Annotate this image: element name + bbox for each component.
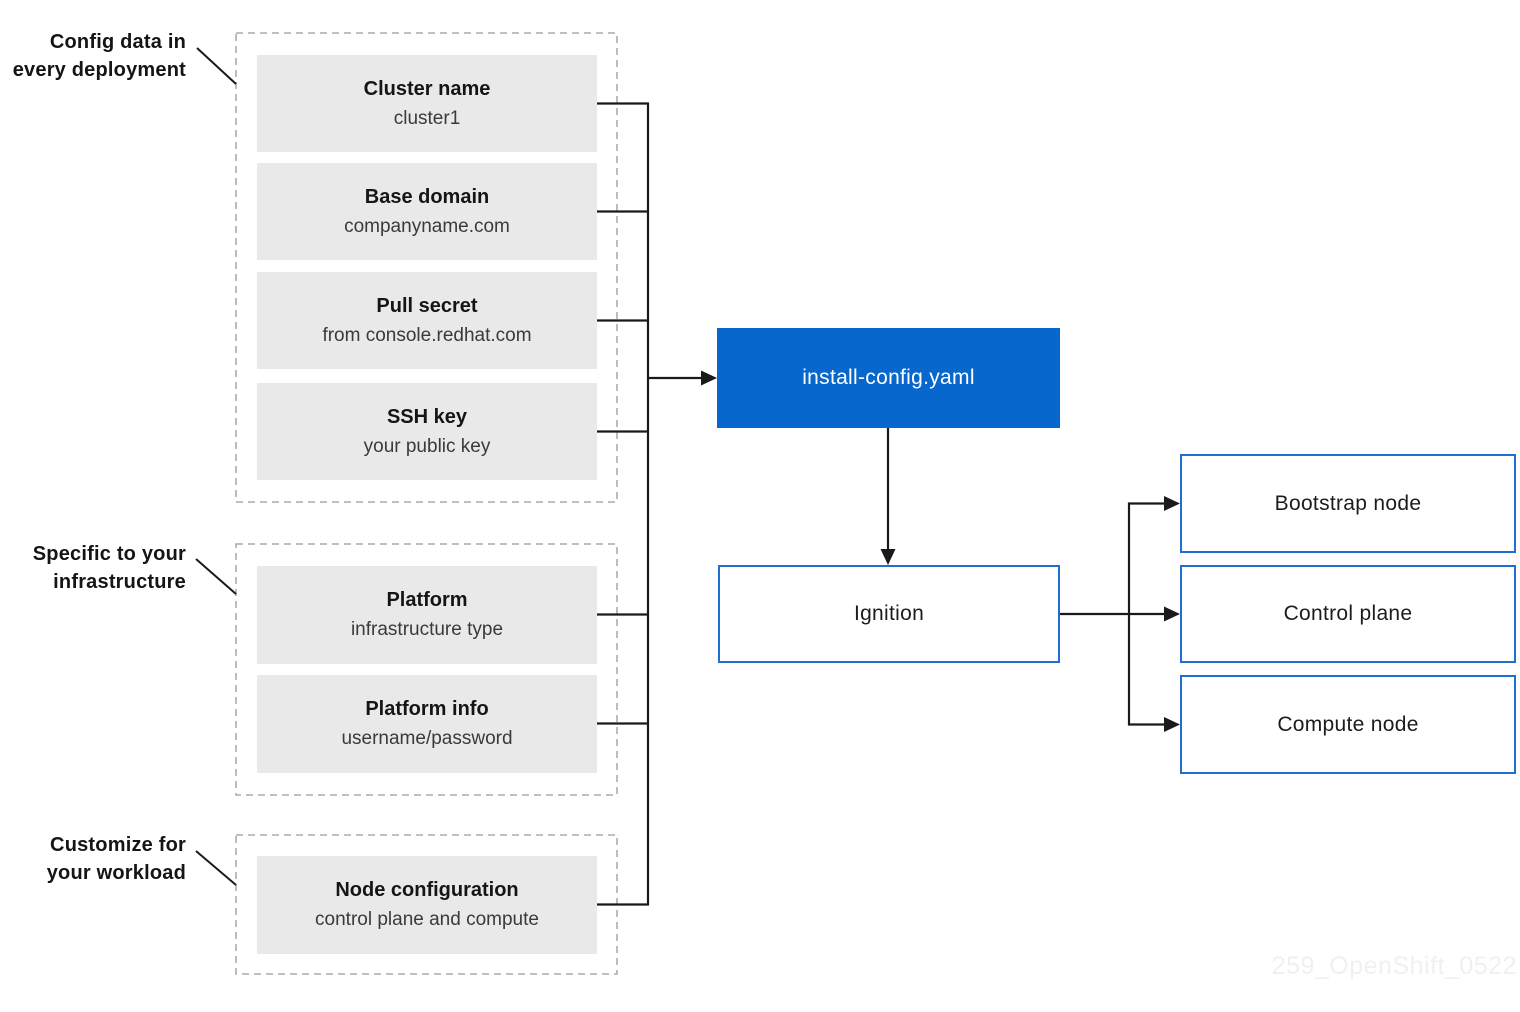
ignition-label: Ignition xyxy=(853,602,925,625)
annotation-line: Specific to your xyxy=(32,543,186,565)
item-title: Platform info xyxy=(365,698,489,720)
item-subtitle: control plane and compute xyxy=(315,909,539,930)
ignition-box: Ignition xyxy=(718,565,1060,663)
label-pointer-line-1 xyxy=(196,47,237,85)
annotation-line: infrastructure xyxy=(53,571,186,593)
annotation-config-data: Config data in every deployment xyxy=(13,28,186,84)
item-subtitle: companyname.com xyxy=(344,215,510,237)
annotation-line: every deployment xyxy=(12,59,186,81)
item-subtitle: your public key xyxy=(363,435,491,457)
arrowhead-compute xyxy=(1164,717,1180,732)
annotation-infrastructure: Specific to your infrastructure xyxy=(33,540,186,596)
item-ssh-key: SSH key your public key xyxy=(257,383,597,480)
item-cluster-name: Cluster name cluster1 xyxy=(257,55,597,152)
group-border-config-data xyxy=(235,32,618,503)
item-subtitle: username/password xyxy=(341,728,513,749)
item-platform: Platform infrastructure type xyxy=(257,566,597,664)
label-pointer-line-3 xyxy=(195,850,237,886)
install-config-yaml-box: install-config.yaml xyxy=(717,328,1060,428)
item-base-domain: Base domain companyname.com xyxy=(257,163,597,260)
item-title: Base domain xyxy=(364,185,490,208)
arrowhead-control-plane xyxy=(1164,606,1180,622)
node-label: Bootstrap node xyxy=(1274,491,1422,515)
node-label: Control plane xyxy=(1283,602,1413,625)
annotation-line: Config data in xyxy=(49,31,186,53)
arrowhead-bootstrap xyxy=(1164,496,1180,511)
item-platform-info: Platform info username/password xyxy=(257,675,597,773)
node-compute: Compute node xyxy=(1180,675,1516,774)
arrow-to-install-config xyxy=(648,370,717,386)
watermark-text: 259_OpenShift_0522 xyxy=(1271,952,1517,980)
node-control-plane: Control plane xyxy=(1180,565,1516,663)
group-border-infrastructure xyxy=(235,543,618,796)
label-pointer-line-2 xyxy=(195,558,237,595)
item-title: Pull secret xyxy=(376,294,478,317)
arrow-to-ignition xyxy=(880,428,896,565)
item-subtitle: infrastructure type xyxy=(350,619,504,640)
item-subtitle: cluster1 xyxy=(393,107,461,129)
annotation-line: Customize for xyxy=(50,834,186,856)
item-node-configuration: Node configuration control plane and com… xyxy=(257,856,597,954)
item-pull-secret: Pull secret from console.redhat.com xyxy=(257,272,597,369)
item-title: SSH key xyxy=(386,405,468,428)
annotation-line: your workload xyxy=(46,862,186,884)
install-config-yaml-label: install-config.yaml xyxy=(802,366,975,389)
item-subtitle: from console.redhat.com xyxy=(322,324,532,346)
item-title: Platform xyxy=(386,589,468,611)
node-bootstrap: Bootstrap node xyxy=(1180,454,1516,553)
trunk-line xyxy=(597,102,650,906)
ignition-fanout xyxy=(1060,496,1180,732)
node-label: Compute node xyxy=(1277,712,1419,736)
item-title: Node configuration xyxy=(335,879,519,901)
annotation-workload: Customize for your workload xyxy=(47,831,186,887)
item-title: Cluster name xyxy=(363,77,491,100)
